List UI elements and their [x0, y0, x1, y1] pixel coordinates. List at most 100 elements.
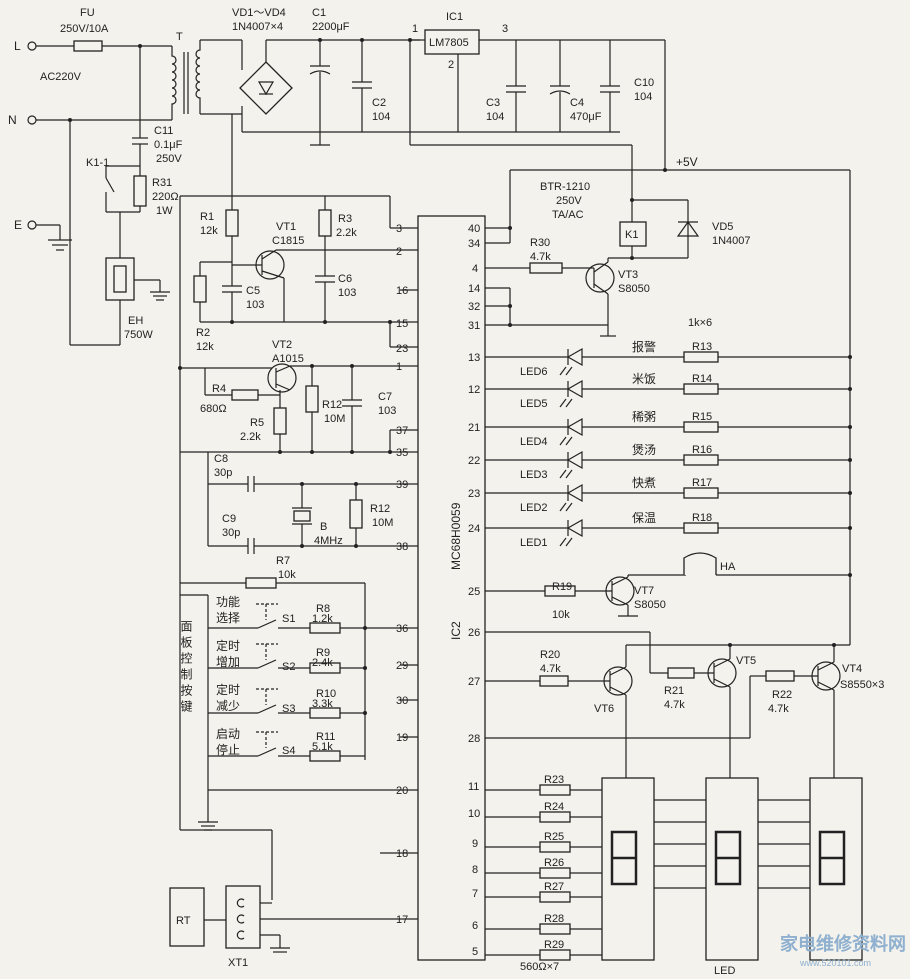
sensor	[169, 829, 418, 953]
svg-text:HA: HA	[720, 561, 736, 573]
watermark-url: www.520101.com	[799, 958, 871, 968]
led-label: 稀粥	[632, 410, 656, 424]
svg-text:250V: 250V	[156, 153, 182, 165]
svg-text:1N4007: 1N4007	[712, 235, 751, 247]
ic2-part: MC68H0059	[449, 502, 463, 570]
svg-text:3: 3	[396, 223, 402, 235]
svg-text:2.2k: 2.2k	[240, 431, 261, 443]
digit-1	[601, 777, 655, 961]
svg-text:减少: 减少	[216, 699, 240, 713]
digit-2	[705, 777, 759, 961]
led-label: 报警	[632, 339, 656, 354]
svg-text:VT6: VT6	[594, 703, 614, 715]
svg-text:R30: R30	[530, 237, 550, 249]
r31-resistor	[133, 175, 147, 207]
svg-text:VD5: VD5	[712, 221, 733, 233]
svg-text:560Ω×7: 560Ω×7	[520, 961, 559, 973]
svg-text:R31: R31	[152, 177, 172, 189]
terminal-l	[27, 41, 37, 51]
svg-text:XT1: XT1	[228, 957, 248, 969]
svg-text:12: 12	[468, 384, 480, 396]
svg-text:C2: C2	[372, 97, 386, 109]
svg-text:11: 11	[468, 781, 479, 793]
svg-text:C7: C7	[378, 391, 392, 403]
led-resistor	[683, 383, 719, 395]
svg-text:10M: 10M	[372, 517, 393, 529]
svg-text:28: 28	[468, 733, 480, 745]
svg-text:27: 27	[468, 676, 480, 688]
led-resistor	[683, 522, 719, 534]
power-supply	[231, 29, 851, 645]
segment-resistor	[539, 784, 571, 796]
led-res-ref: R17	[692, 477, 712, 489]
svg-text:32: 32	[468, 301, 480, 313]
terminal-e	[27, 220, 37, 230]
svg-text:S4: S4	[282, 745, 295, 757]
r5-resistor	[273, 407, 287, 435]
svg-text:S1: S1	[282, 613, 295, 625]
terminal-n	[27, 115, 37, 125]
svg-text:C5: C5	[246, 285, 260, 297]
led-label: 快煮	[632, 476, 656, 490]
svg-text:103: 103	[246, 299, 264, 311]
svg-text:C11: C11	[154, 125, 173, 137]
svg-text:R8: R8	[316, 603, 330, 615]
label-bridge: VD1～VD4	[232, 7, 286, 19]
svg-text:2: 2	[396, 246, 402, 258]
svg-text:24: 24	[468, 523, 480, 535]
svg-text:R4: R4	[212, 383, 226, 395]
key-s4	[208, 731, 365, 762]
ic2-mcu	[417, 215, 486, 961]
svg-text:23: 23	[396, 343, 408, 355]
svg-text:26: 26	[468, 627, 480, 639]
r20-resistor	[539, 675, 569, 687]
svg-text:10k: 10k	[278, 569, 296, 581]
segment-res-ref: R25	[544, 831, 564, 843]
svg-text:R11: R11	[316, 731, 335, 743]
svg-text:6: 6	[472, 920, 478, 932]
segment-res-ref: R29	[544, 939, 564, 951]
svg-text:104: 104	[486, 111, 504, 123]
svg-text:C10: C10	[634, 77, 654, 89]
svg-text:30p: 30p	[222, 527, 240, 539]
led-ref: LED2	[520, 502, 548, 514]
svg-text:C9: C9	[222, 513, 236, 525]
svg-text:39: 39	[396, 479, 408, 491]
svg-text:40: 40	[468, 223, 480, 235]
led-resistor	[683, 351, 719, 363]
svg-text:LED: LED	[714, 965, 735, 977]
led-res-ref: R16	[692, 444, 712, 456]
svg-text:EH: EH	[128, 315, 143, 327]
reset-detect	[178, 195, 418, 830]
svg-text:1W: 1W	[156, 205, 173, 217]
r7-resistor	[245, 577, 277, 589]
svg-text:VT2: VT2	[272, 339, 292, 351]
svg-text:R19: R19	[552, 581, 572, 593]
svg-text:VT5: VT5	[736, 655, 756, 667]
svg-text:2.4k: 2.4k	[312, 657, 333, 669]
svg-text:C3: C3	[486, 97, 500, 109]
segment-resistor	[539, 949, 571, 961]
buzzer-driver	[485, 552, 852, 617]
labels: L N E AC220V FU 250V/10A T VD1～VD4 1N400…	[8, 7, 906, 977]
svg-text:R5: R5	[250, 417, 264, 429]
xt1-connector	[225, 885, 261, 949]
r12a-resistor	[305, 385, 319, 413]
svg-text:29: 29	[396, 660, 408, 672]
segment-res-ref: R23	[544, 774, 564, 786]
r21-resistor	[667, 667, 695, 679]
svg-text:750W: 750W	[124, 329, 153, 341]
svg-text:增加: 增加	[216, 655, 240, 669]
svg-text:1: 1	[396, 361, 402, 373]
svg-text:36: 36	[396, 623, 408, 635]
svg-text:VT3: VT3	[618, 269, 638, 281]
r2-resistor	[193, 275, 207, 303]
svg-text:R21: R21	[664, 685, 684, 697]
r4-resistor	[231, 389, 259, 401]
mains-input	[27, 39, 242, 346]
